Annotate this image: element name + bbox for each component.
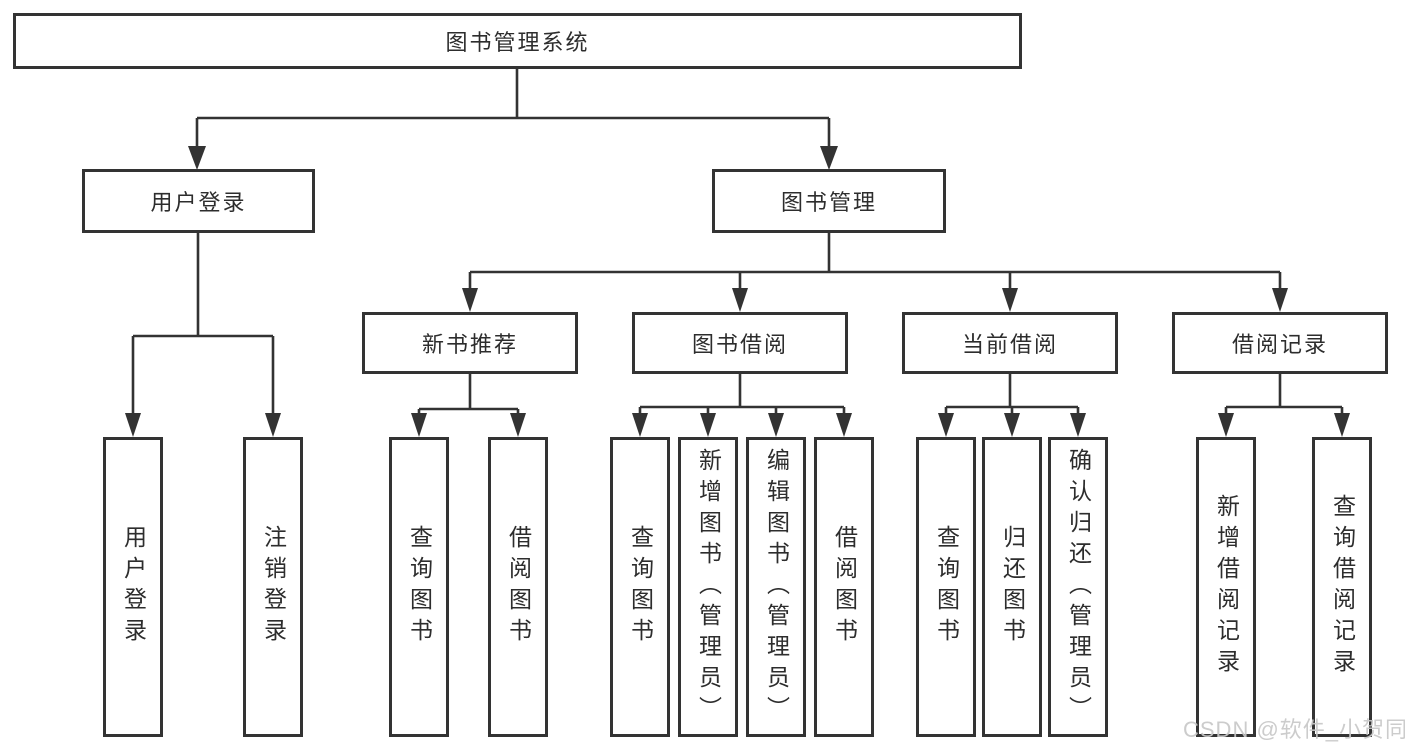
leaf-current-query-book: 查询图书: [916, 437, 976, 737]
leaf-records-add-record-label: 新增借阅记录: [1213, 494, 1240, 680]
leaf-records-query-record-label: 查询借阅记录: [1329, 494, 1356, 680]
leaf-current-return-book-label: 归还图书: [999, 525, 1026, 649]
node-user-login-label: 用户登录: [150, 190, 247, 215]
leaf-recommend-query-book: 查询图书: [389, 437, 449, 737]
leaf-recommend-query-book-label: 查询图书: [406, 525, 433, 649]
leaf-logout: 注销登录: [243, 437, 303, 737]
node-book-management: 图书管理: [712, 169, 946, 233]
leaf-records-query-record: 查询借阅记录: [1312, 437, 1372, 737]
leaf-current-return-book: 归还图书: [982, 437, 1042, 737]
node-book-borrow-label: 图书借阅: [691, 332, 788, 357]
leaf-user-login-label: 用户登录: [120, 525, 147, 649]
leaf-borrow-edit-book-admin: 编辑图书（管理员）: [746, 437, 806, 737]
leaf-borrow-query-book-label: 查询图书: [627, 525, 654, 649]
node-new-book-recommend-label: 新书推荐: [421, 332, 518, 357]
leaf-borrow-add-book-admin: 新增图书（管理员）: [678, 437, 738, 737]
node-user-login: 用户登录: [82, 169, 315, 233]
leaf-current-confirm-return-admin: 确认归还（管理员）: [1048, 437, 1108, 737]
node-new-book-recommend: 新书推荐: [362, 312, 578, 374]
node-borrow-records-label: 借阅记录: [1231, 332, 1328, 357]
leaf-recommend-borrow-book-label: 借阅图书: [505, 525, 532, 649]
leaf-logout-label: 注销登录: [260, 525, 287, 649]
node-current-borrow: 当前借阅: [902, 312, 1118, 374]
leaf-current-query-book-label: 查询图书: [933, 525, 960, 649]
node-current-borrow-label: 当前借阅: [961, 332, 1058, 357]
node-root: 图书管理系统: [13, 13, 1022, 69]
leaf-borrow-add-book-admin-label: 新增图书（管理员）: [695, 447, 722, 727]
leaf-current-confirm-return-admin-label: 确认归还（管理员）: [1065, 447, 1092, 727]
leaf-borrow-borrow-book: 借阅图书: [814, 437, 874, 737]
node-book-borrow: 图书借阅: [632, 312, 848, 374]
leaf-borrow-edit-book-admin-label: 编辑图书（管理员）: [763, 447, 790, 727]
leaf-recommend-borrow-book: 借阅图书: [488, 437, 548, 737]
node-root-label: 图书管理系统: [445, 30, 590, 55]
leaf-user-login: 用户登录: [103, 437, 163, 737]
node-borrow-records: 借阅记录: [1172, 312, 1388, 374]
leaf-borrow-query-book: 查询图书: [610, 437, 670, 737]
leaf-borrow-borrow-book-label: 借阅图书: [831, 525, 858, 649]
leaf-records-add-record: 新增借阅记录: [1196, 437, 1256, 737]
node-book-management-label: 图书管理: [780, 190, 877, 215]
csdn-watermark: CSDN @软件_小贺同学: [1183, 717, 1405, 742]
